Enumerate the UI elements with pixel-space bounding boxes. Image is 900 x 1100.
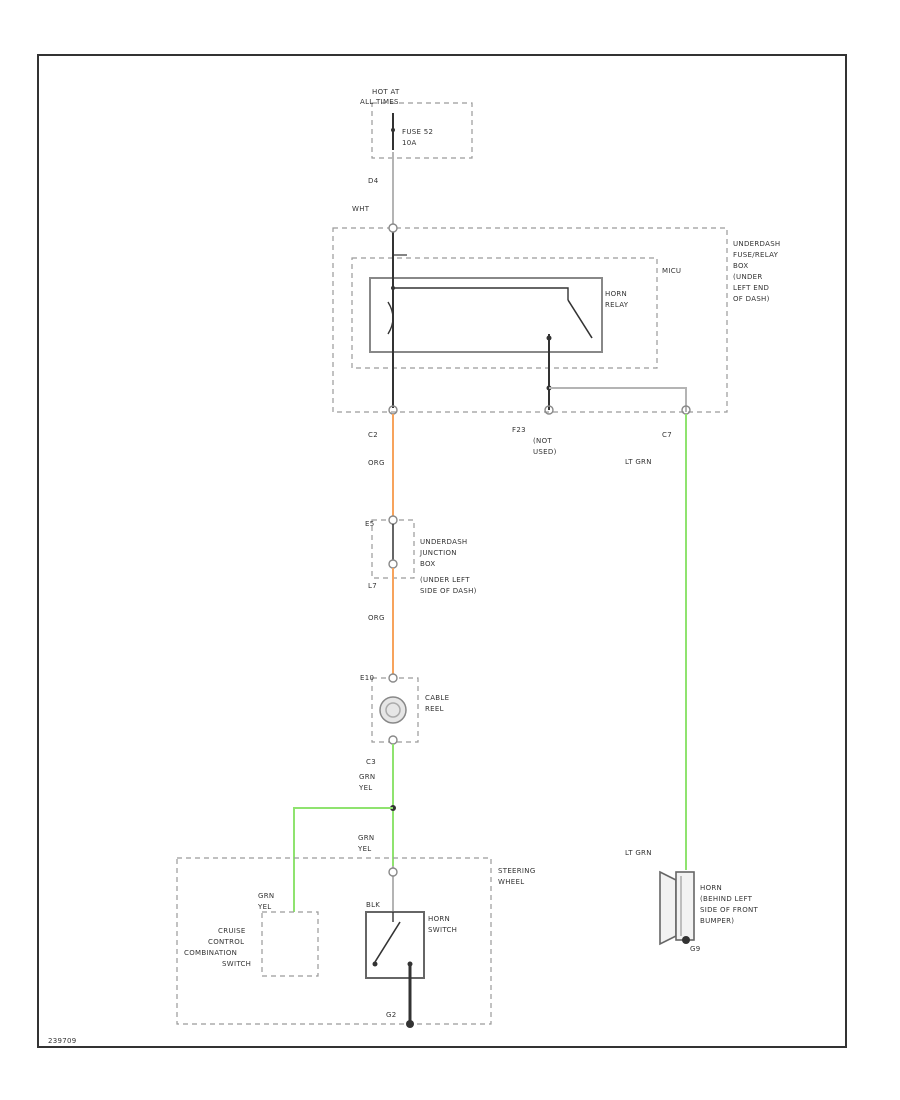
- cruise-switch-outline: [261, 911, 319, 977]
- hot-at-label: HOT AT: [372, 88, 400, 96]
- cable-reel-label-1: CABLE: [425, 694, 449, 702]
- horn-switch-label-1: HORN: [428, 915, 450, 923]
- d4-label: D4: [368, 177, 379, 185]
- junction-box-label-1: UNDERDASH: [420, 538, 468, 546]
- used-label: USED): [533, 448, 557, 456]
- diagram-frame: [37, 54, 847, 1048]
- steering-wheel-label-2: WHEEL: [498, 878, 524, 886]
- horn-label-4: BUMPER): [700, 917, 734, 925]
- org-label-2: ORG: [368, 614, 385, 622]
- fuse-relay-box-label-1: UNDERDASH: [733, 240, 781, 248]
- blk-label: BLK: [366, 901, 380, 909]
- f23-label: F23: [512, 426, 526, 434]
- grn-label-3: GRN: [258, 892, 274, 900]
- grn-yel-wire-cruise: [293, 807, 393, 912]
- c3-label: C3: [366, 758, 376, 766]
- relay-coil-icon: [387, 301, 394, 335]
- cruise-switch-label-1: CRUISE: [218, 927, 246, 935]
- fuse-dot: [391, 128, 395, 132]
- wht-label: WHT: [352, 205, 370, 213]
- grn-label: GRN: [359, 773, 375, 781]
- horn-label-1: HORN: [700, 884, 722, 892]
- c2-label: C2: [368, 431, 378, 439]
- diagram-code: 239709: [48, 1037, 77, 1045]
- relay-to-horn-line: [549, 387, 687, 412]
- lt-grn-label: LT GRN: [625, 458, 652, 466]
- steering-wheel-outline: [176, 857, 492, 1025]
- junction-box-label-2: JUNCTION: [419, 549, 457, 557]
- l7-label: L7: [368, 582, 377, 590]
- micu-label: MICU: [662, 267, 681, 275]
- e5-label: E5: [365, 520, 374, 528]
- fuse-relay-box-label-6: OF DASH): [733, 295, 770, 303]
- yel-label: YEL: [358, 784, 373, 792]
- steering-wheel-label-1: STEERING: [498, 867, 536, 875]
- junction-box-label-4: (UNDER LEFT: [420, 576, 470, 584]
- horn-icon: [659, 870, 677, 946]
- org-label: ORG: [368, 459, 385, 467]
- horn-switch-arm: [374, 921, 401, 963]
- micu-outline: [351, 257, 658, 369]
- fuse-label: FUSE 52: [402, 128, 433, 136]
- horn-switch-label-2: SWITCH: [428, 926, 457, 934]
- junction-box-label-3: BOX: [420, 560, 435, 568]
- l7-terminal: [388, 559, 398, 569]
- g9-label: G9: [690, 945, 700, 953]
- cable-reel-label-2: REEL: [425, 705, 444, 713]
- fuse-relay-box-label-4: (UNDER: [733, 273, 763, 281]
- horn-switch-pivot: [372, 961, 378, 967]
- horn-relay-label-1: HORN: [605, 290, 627, 298]
- cruise-switch-label-3: COMBINATION: [184, 949, 237, 957]
- fuse-relay-box-label-2: FUSE/RELAY: [733, 251, 779, 259]
- all-times-label: ALL TIMES: [360, 98, 399, 106]
- d4-terminal: [388, 223, 398, 233]
- horn-body: [675, 871, 695, 941]
- f23-terminal: [544, 405, 554, 415]
- not-label: (NOT: [533, 437, 552, 445]
- horn-relay-block: [369, 277, 603, 353]
- fuse-relay-box-label-5: LEFT END: [733, 284, 769, 292]
- lt-grn-label-2: LT GRN: [625, 849, 652, 857]
- cruise-switch-label-2: CONTROL: [208, 938, 244, 946]
- relay-contact-dot: [546, 335, 552, 341]
- e10-terminal: [388, 673, 398, 683]
- relay-switch-arm: [567, 299, 593, 339]
- ground-icon: [406, 1020, 414, 1028]
- yel-label-3: YEL: [257, 903, 272, 911]
- horn-relay-label-2: RELAY: [605, 301, 629, 309]
- horn-label-2: (BEHIND LEFT: [700, 895, 753, 903]
- junction-box-label-5: SIDE OF DASH): [420, 587, 477, 595]
- relay-contact-feed: [393, 287, 569, 300]
- horn-label-3: SIDE OF FRONT: [700, 906, 759, 914]
- horn-switch-terminal: [388, 867, 398, 877]
- horn-switch-block: [365, 911, 425, 979]
- e10-label: E10: [360, 674, 374, 682]
- yel-label-2: YEL: [357, 845, 372, 853]
- fuse-amps-label: 10A: [402, 139, 417, 147]
- cable-reel-icon: [379, 696, 407, 724]
- horn-ground-icon: [682, 936, 690, 944]
- relay-node: [391, 286, 395, 290]
- g2-label: G2: [386, 1011, 396, 1019]
- fuse-relay-box-outline: [332, 227, 728, 413]
- c3-terminal: [388, 735, 398, 745]
- grn-label-2: GRN: [358, 834, 374, 842]
- cable-reel-inner: [385, 702, 401, 718]
- e5-terminal: [388, 515, 398, 525]
- cruise-switch-label-4: SWITCH: [222, 960, 251, 968]
- c7-label: C7: [662, 431, 672, 439]
- fuse-box-outline: [371, 102, 473, 159]
- fuse-relay-box-label-3: BOX: [733, 262, 748, 270]
